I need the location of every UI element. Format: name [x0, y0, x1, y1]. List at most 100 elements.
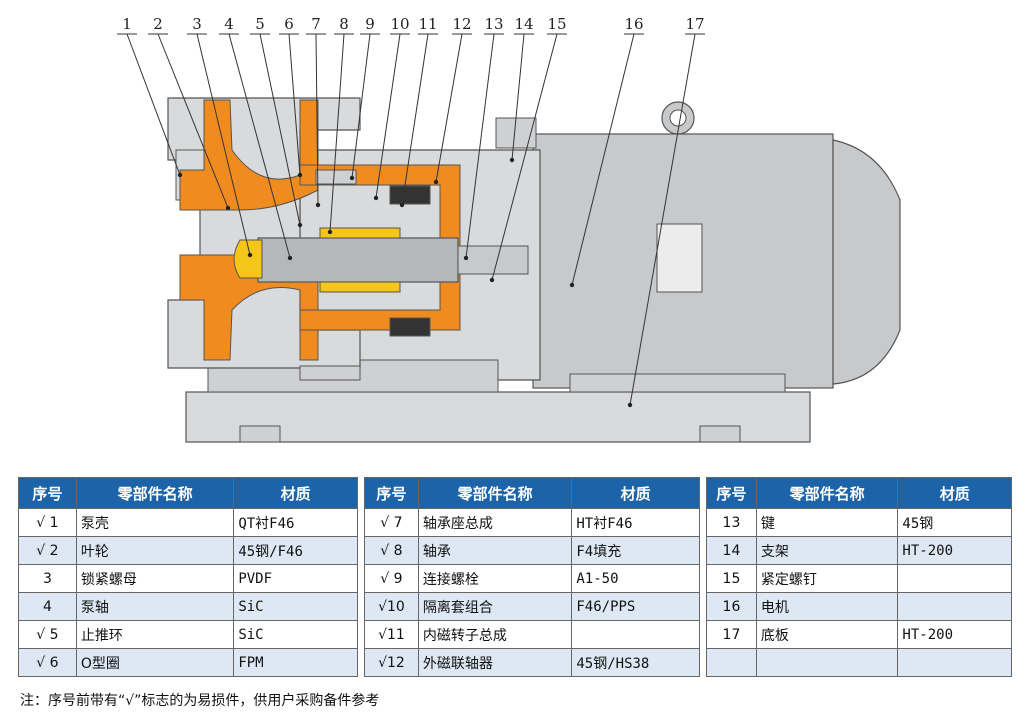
- part-name: 底板: [755, 620, 899, 649]
- callout-dot: [509, 157, 515, 163]
- callout-number: 15: [547, 15, 566, 33]
- motor-body: [532, 101, 901, 393]
- part-name: O型圈: [75, 648, 235, 677]
- header-name: 零部件名称: [75, 477, 235, 509]
- callout-number: 16: [624, 15, 643, 33]
- part-no: √11: [364, 620, 419, 649]
- part-material: 45钢/HS38: [571, 648, 700, 677]
- callout-dot: [177, 172, 183, 178]
- part-material: FPM: [233, 648, 358, 677]
- part-no: 15: [706, 564, 757, 593]
- header-material: 材质: [897, 477, 1012, 509]
- callout-number: 1: [122, 15, 132, 33]
- callout-number: 14: [514, 15, 533, 33]
- part-no: [706, 648, 757, 677]
- part-name: 内磁转子总成: [417, 620, 573, 649]
- part-no: √ 9: [364, 564, 419, 593]
- connecting-bolts: [299, 169, 361, 381]
- part-no: 13: [706, 508, 757, 537]
- callout-number: 4: [224, 15, 234, 33]
- callout-dot: [225, 205, 231, 211]
- part-material: [897, 648, 1012, 677]
- part-name: [755, 648, 899, 677]
- part-name: 电机: [755, 592, 899, 621]
- part-material: F4填充: [571, 536, 700, 565]
- header-name: 零部件名称: [417, 477, 573, 509]
- header-name: 零部件名称: [755, 477, 899, 509]
- header-material: 材质: [233, 477, 358, 509]
- callout-leader-line: [629, 33, 696, 406]
- callout-leader-line: [435, 33, 463, 183]
- part-material: 45钢: [897, 508, 1012, 537]
- callout-leader-line: [259, 33, 301, 226]
- part-name: 止推环: [75, 620, 235, 649]
- part-material: [571, 620, 700, 649]
- callout-dot: [399, 202, 405, 208]
- part-no: √ 6: [18, 648, 77, 677]
- callout-leader-line: [157, 33, 229, 209]
- part-name: 隔离套组合: [417, 592, 573, 621]
- header-material: 材质: [571, 477, 700, 509]
- part-name: 叶轮: [75, 536, 235, 565]
- callout-dot: [247, 252, 253, 258]
- part-material: HT-200: [897, 620, 1012, 649]
- callout-leader-line: [288, 33, 301, 176]
- callout-dot: [315, 202, 321, 208]
- part-no: √ 2: [18, 536, 77, 565]
- callout-number: 13: [484, 15, 503, 33]
- callout-leader-line: [465, 33, 495, 259]
- callout-leader-line: [511, 33, 525, 161]
- header-no: 序号: [18, 477, 77, 509]
- part-material: SiC: [233, 592, 358, 621]
- footnote: 注：序号前带有“√”标志的为易损件，供用户采购备件参考: [20, 693, 380, 709]
- callout-dot: [463, 255, 469, 261]
- callout-leader-line: [315, 33, 319, 206]
- callout-number: 5: [255, 15, 265, 33]
- part-material: PVDF: [233, 564, 358, 593]
- part-name: 紧定螺钉: [755, 564, 899, 593]
- callout-number: 6: [284, 15, 294, 33]
- part-name: 泵轴: [75, 592, 235, 621]
- callout-number: 12: [452, 15, 471, 33]
- table-row: [706, 648, 1012, 677]
- part-material: SiC: [233, 620, 358, 649]
- callout-dot: [297, 222, 303, 228]
- part-no: √ 8: [364, 536, 419, 565]
- part-name: 轴承: [417, 536, 573, 565]
- part-no: √ 7: [364, 508, 419, 537]
- part-no: √12: [364, 648, 419, 677]
- part-no: √ 5: [18, 620, 77, 649]
- part-no: 4: [18, 592, 77, 621]
- callout-number: 11: [418, 15, 437, 33]
- part-material: A1-50: [571, 564, 700, 593]
- callout-number: 3: [192, 15, 202, 33]
- base-plate: [185, 391, 811, 443]
- callout-dot: [327, 229, 333, 235]
- callout-leader-line: [491, 33, 558, 281]
- part-name: 泵壳: [75, 508, 235, 537]
- callout-leader-line: [375, 33, 401, 199]
- callout-number: 17: [685, 15, 704, 33]
- callout-number: 9: [365, 15, 375, 33]
- callout-leader-line: [228, 33, 291, 259]
- callout-dot: [287, 255, 293, 261]
